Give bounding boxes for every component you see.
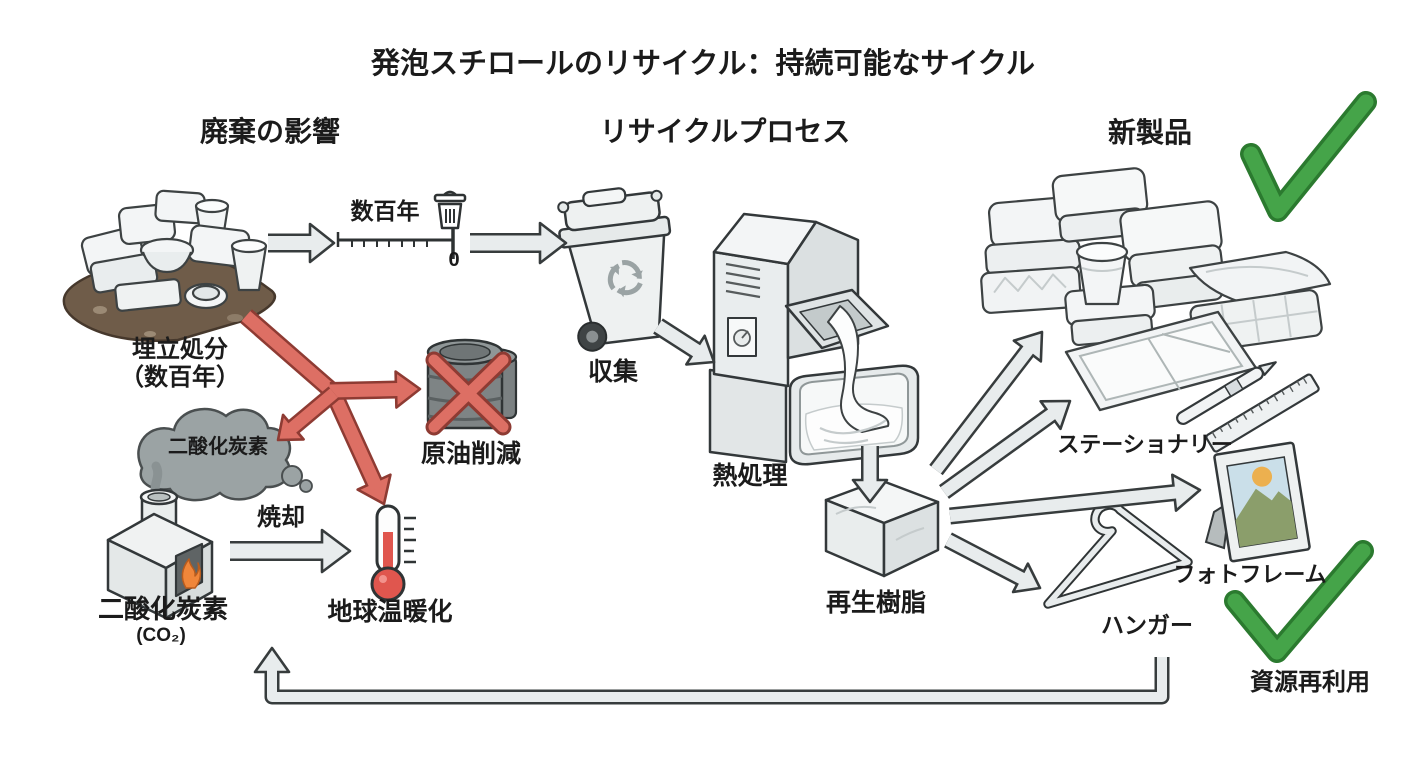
incineration-label: 焼却	[257, 504, 305, 531]
arrow-resin-to-hanger	[944, 532, 1042, 594]
recycle-icon	[607, 260, 643, 298]
page-title: 発泡スチロールのリサイクル：持続可能なサイクル	[370, 48, 1036, 80]
red-arrow-to-co2	[276, 386, 340, 442]
collection-label: 収集	[587, 358, 639, 386]
pen-icon	[1176, 361, 1277, 426]
waste-pile-illustration	[62, 189, 277, 343]
molten-foam-stream	[827, 305, 890, 433]
landfill-line1: 埋立処分	[132, 336, 228, 363]
arrow-resin-to-containers	[929, 330, 1044, 476]
crude-oil-reduction-label: 原油削減	[420, 440, 522, 468]
timeline-duration-label: 数百年	[350, 198, 420, 224]
ruler-icon	[1205, 373, 1320, 453]
thermometer-icon	[370, 504, 416, 602]
global-warming-label: 地球温暖化	[327, 598, 453, 626]
decomposition-timeline	[336, 229, 455, 259]
arrow-machine-to-resin	[851, 446, 889, 504]
co2-formula-label: (CO₂)	[136, 625, 186, 646]
stationery-label: ステーショナリー	[1057, 432, 1233, 457]
heat-treatment-machine-illustration	[708, 212, 920, 466]
section-waste-impact: 廃棄の影響	[199, 116, 341, 147]
landfill-line2: （数百年）	[120, 363, 240, 391]
picture-sun	[1252, 466, 1273, 487]
fire-icon	[181, 558, 202, 589]
arrow-resin-to-photo-frame	[949, 473, 1202, 525]
photo-frame-illustration	[1204, 441, 1311, 563]
recycled-resin-label: 再生樹脂	[825, 589, 927, 617]
hanger-illustration	[1043, 500, 1193, 609]
hanger-label: ハンガー	[1101, 612, 1193, 638]
stationery-illustration	[1064, 310, 1320, 453]
checkmark-icon-top	[1240, 91, 1377, 222]
pebble	[227, 314, 243, 322]
incinerator-illustration	[106, 488, 214, 620]
machine-vents	[725, 262, 761, 299]
arrow-resin-to-stationery	[939, 399, 1072, 499]
arrow-waste-to-timeline	[268, 222, 336, 264]
checkmark-icon-bottom	[1224, 540, 1374, 663]
pebble	[144, 331, 156, 337]
section-new-products: 新製品	[1107, 117, 1193, 148]
heat-treatment-label: 熱処理	[712, 462, 788, 490]
timeline-zero-label: 0	[448, 249, 460, 271]
trash-can-icon	[433, 190, 467, 230]
cloud-co2-label: 二酸化炭素	[168, 436, 268, 458]
recycled-resin-illustration	[824, 478, 940, 578]
section-recycling-process: リサイクルプロセス	[599, 116, 851, 147]
arrow-timeline-to-collection	[470, 221, 568, 265]
pebble	[93, 306, 107, 314]
arrow-collection-to-machine	[653, 318, 716, 366]
x-icon	[425, 351, 512, 436]
cloud-icon	[137, 407, 313, 502]
photo-frame-label: フォトフレーム	[1173, 562, 1327, 587]
flow-arrows	[230, 221, 1202, 705]
collection-bin-illustration	[557, 187, 672, 352]
foam-sheet	[1188, 250, 1332, 304]
styrofoam-containers	[80, 189, 268, 312]
food-containers-illustration	[980, 167, 1332, 353]
resource-reuse-label: 資源再利用	[1250, 669, 1370, 696]
landfill-label: 埋立処分 （数百年）	[120, 336, 240, 391]
co2-name-label: 二酸化炭素	[97, 594, 229, 624]
arrow-incineration	[230, 528, 352, 574]
red-arrow-to-oil	[329, 370, 422, 409]
picture-mountains	[1235, 488, 1298, 548]
return-loop-arrow	[253, 646, 1170, 705]
